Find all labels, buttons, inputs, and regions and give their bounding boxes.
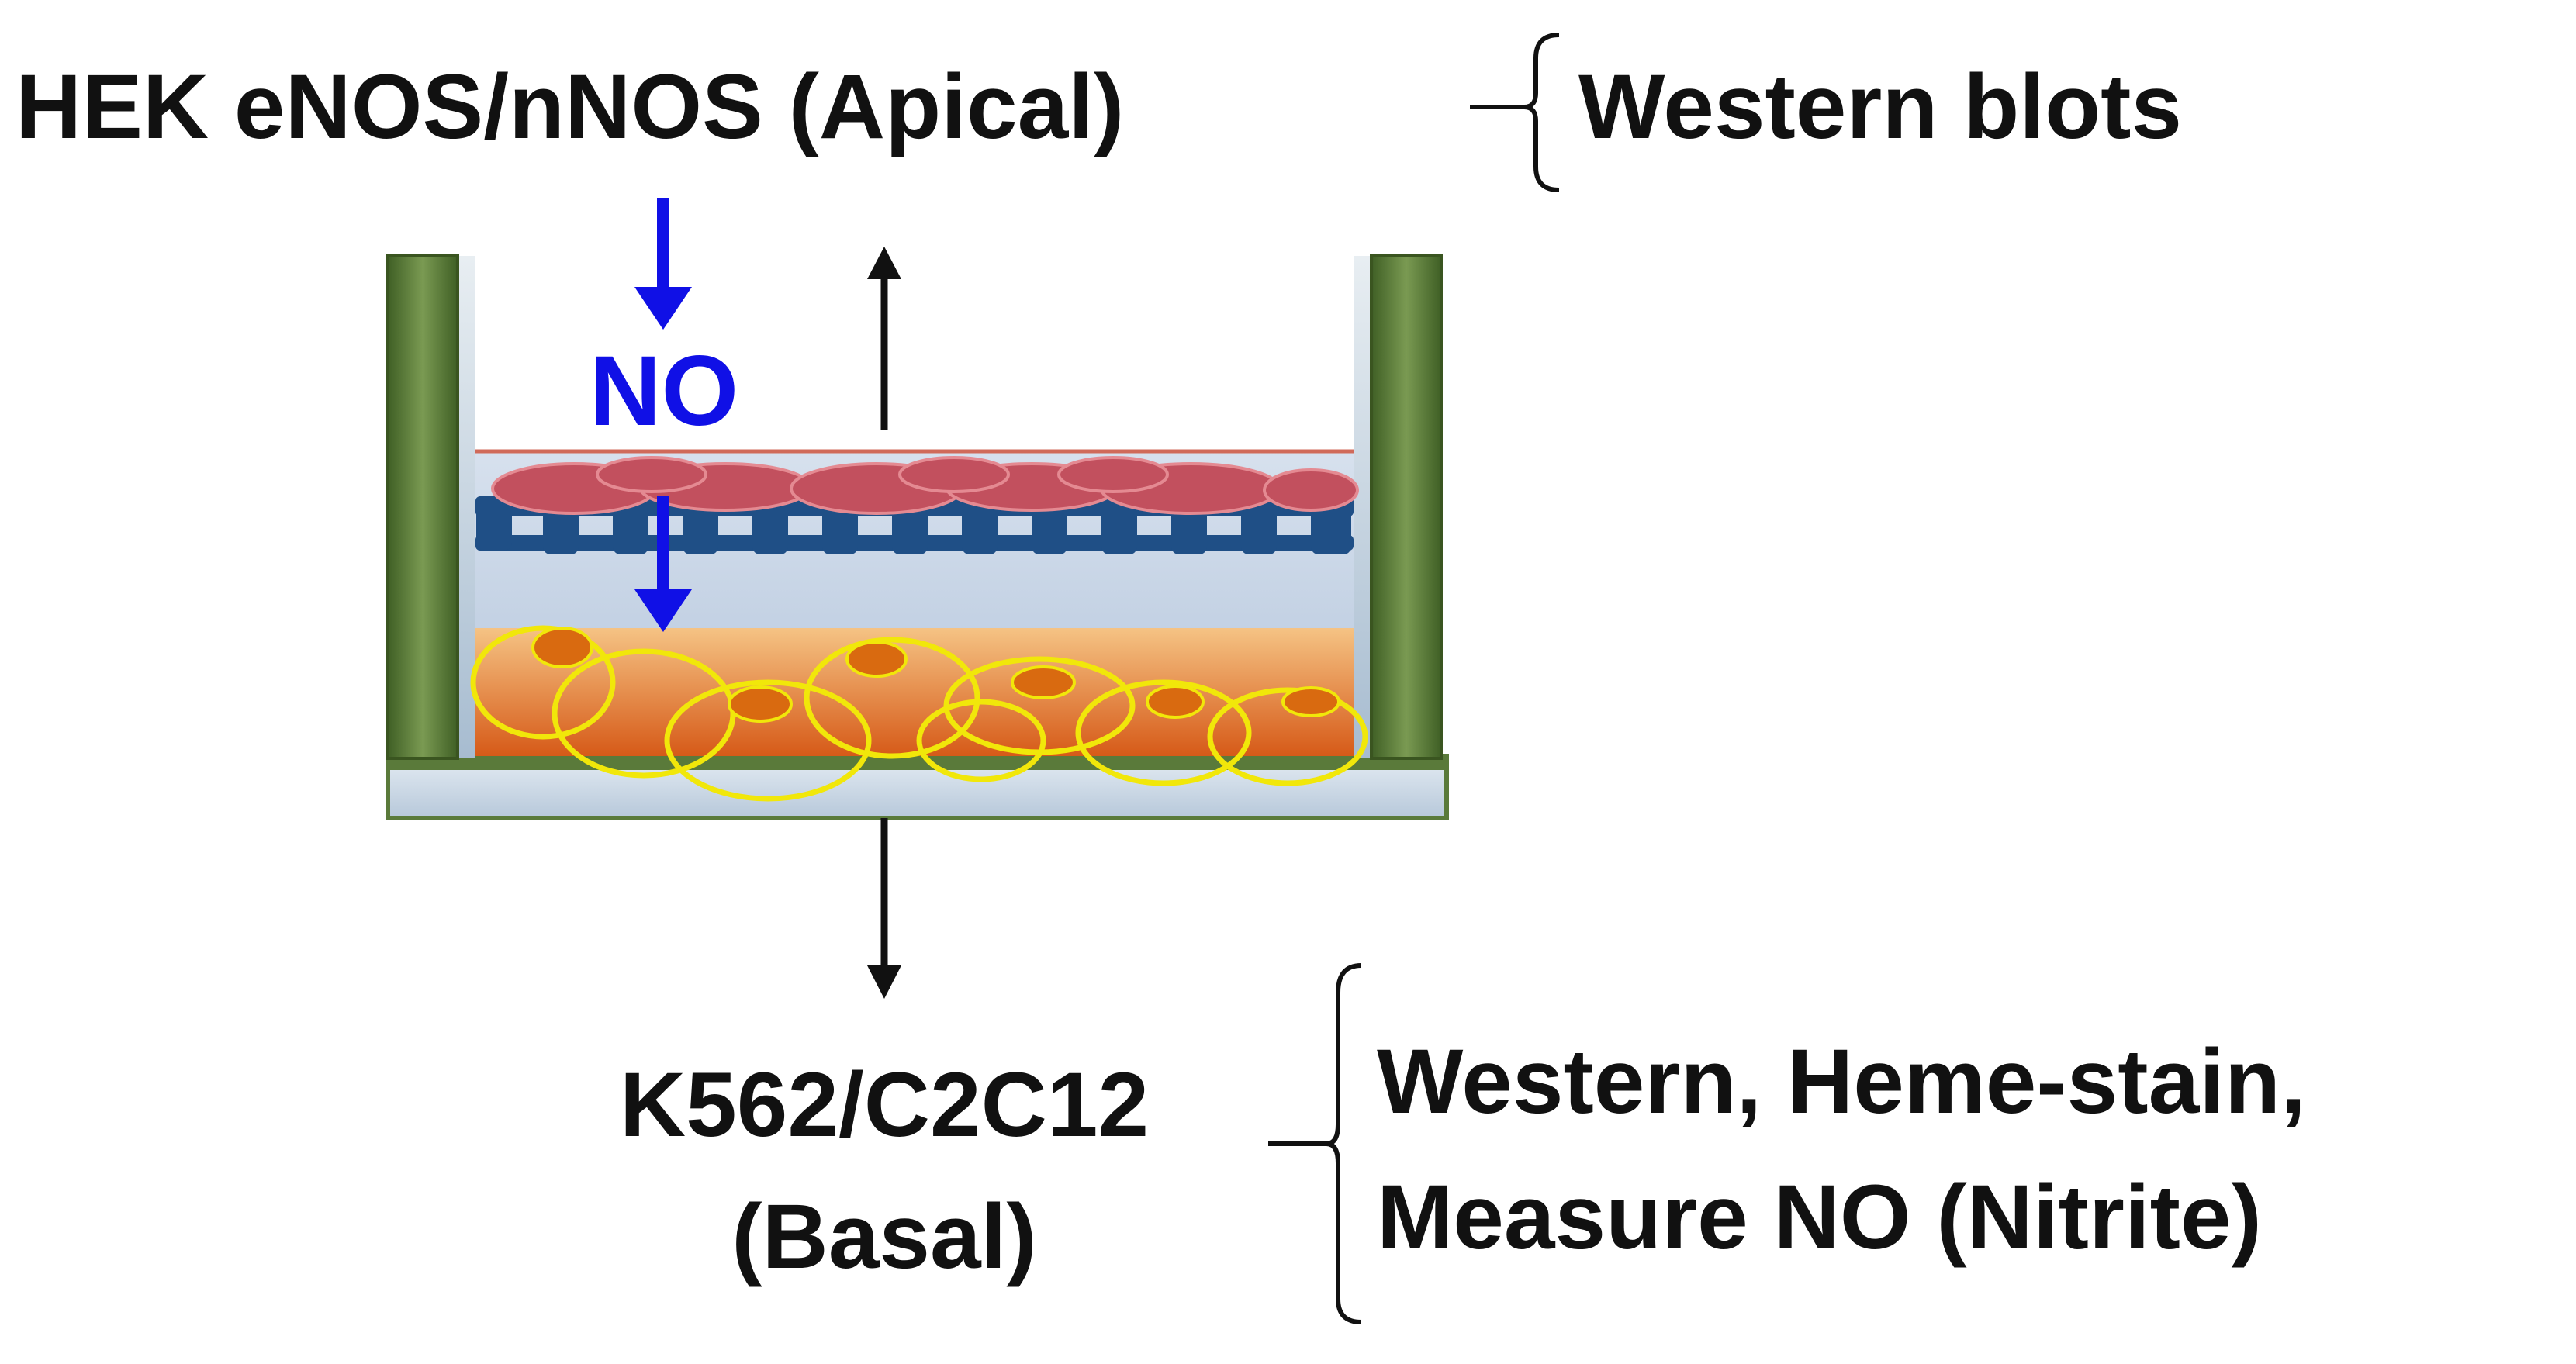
basal-bracket [1268, 963, 1362, 1324]
apical-label: HEK eNOS/nNOS (Apical) [16, 56, 1124, 158]
basal-cell [804, 637, 980, 759]
no-label: NO [590, 336, 738, 447]
basal-sample-arrow [867, 818, 901, 999]
apical-cell [1057, 456, 1169, 493]
basal-nuclei [531, 627, 1340, 723]
right-wall-light [1354, 256, 1373, 758]
basal-readout-line1: Western, Heme-stain, [1377, 1031, 2306, 1133]
no-diffusion-arrow-lower [634, 496, 692, 632]
basal-nucleus [1011, 665, 1076, 699]
right-wall [1370, 254, 1443, 760]
apical-cell [596, 456, 707, 493]
basal-label-line2: (Basal) [731, 1186, 1036, 1288]
basal-cell [1075, 679, 1252, 786]
left-wall [386, 254, 459, 760]
apical-cells [491, 456, 1359, 515]
basal-cell [470, 625, 616, 740]
basal-nucleus [531, 627, 593, 668]
apical-sample-arrow [867, 247, 901, 430]
basal-cell [664, 679, 872, 802]
basal-nucleus [1281, 686, 1340, 717]
membrane-pore [613, 496, 648, 554]
transwell-insert [386, 254, 1449, 820]
membrane-pore [962, 496, 998, 554]
apical-cell [1263, 468, 1359, 512]
basal-layer [475, 628, 1354, 756]
basal-nucleus [1146, 685, 1205, 719]
basal-nucleus [845, 641, 908, 678]
membrane-pore [1241, 496, 1277, 554]
apical-cell [898, 456, 1010, 493]
membrane-pore [1101, 496, 1137, 554]
basal-cells [470, 625, 1368, 802]
no-diffusion-arrow-upper [634, 198, 692, 330]
membrane-pore [476, 496, 512, 551]
basal-nucleus [728, 685, 793, 723]
basal-cell [1207, 687, 1368, 786]
basal-cell [916, 699, 1046, 782]
basal-readout-line2: Measure NO (Nitrite) [1377, 1166, 2262, 1269]
membrane-pore [752, 496, 788, 554]
apical-readout: Western blots [1578, 56, 2182, 158]
basal-label-line1: K562/C2C12 [620, 1054, 1149, 1156]
apical-bracket [1470, 33, 1560, 192]
well-floor-edge [388, 756, 1447, 770]
